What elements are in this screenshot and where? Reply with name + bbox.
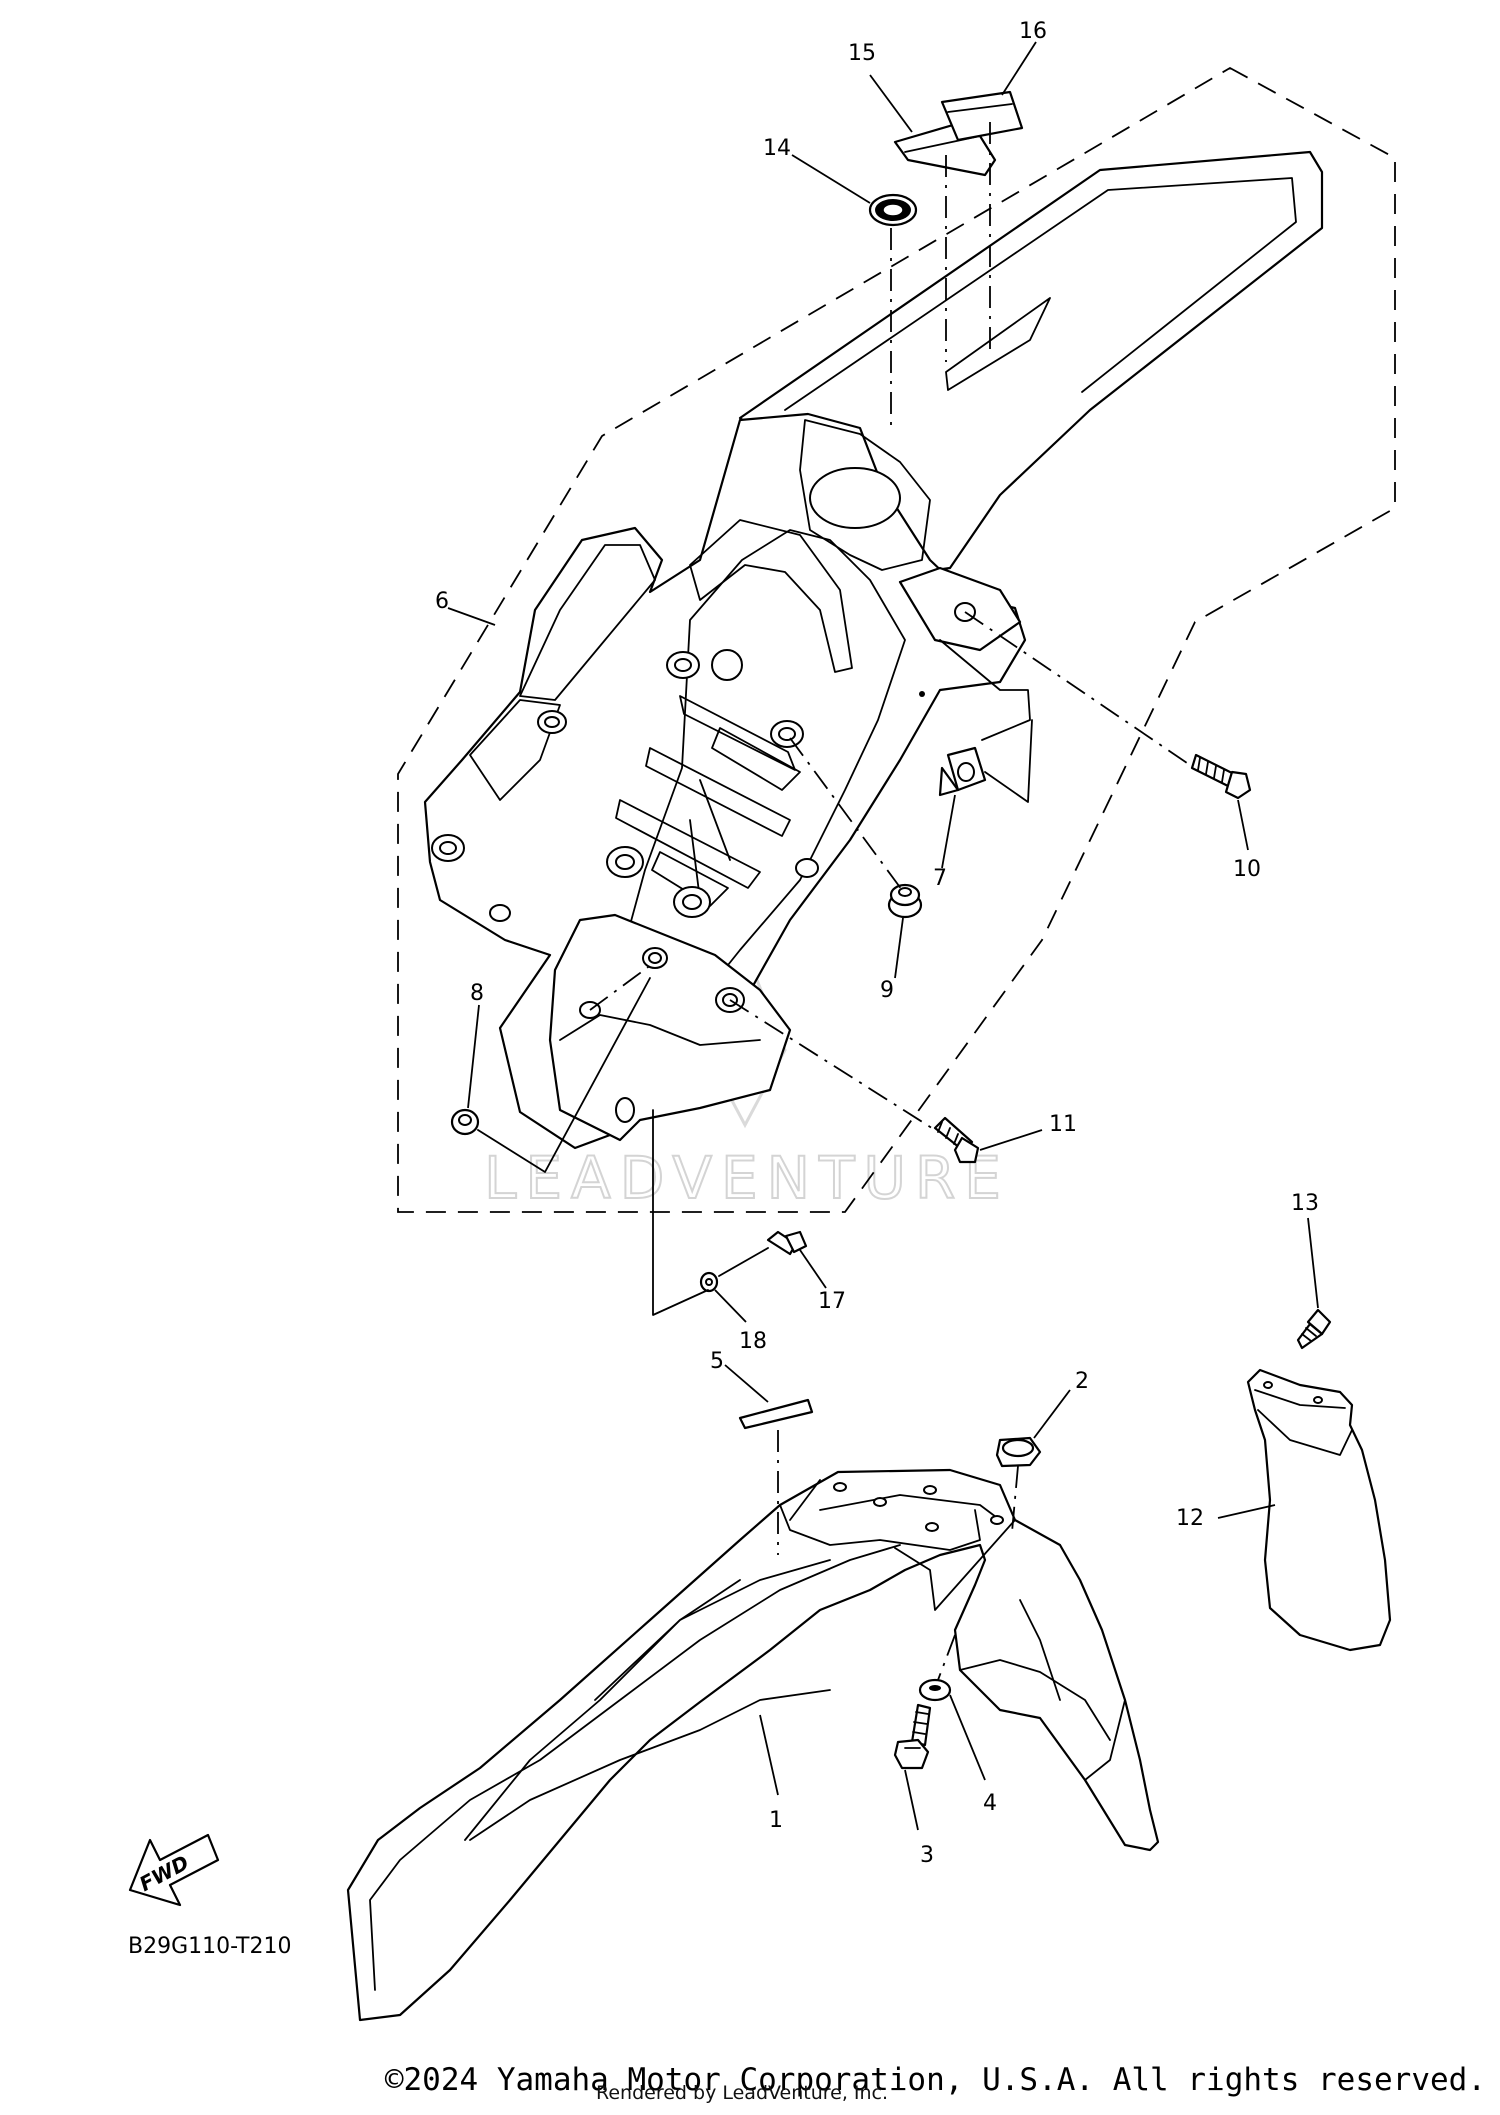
- callout-3: 3: [920, 1843, 934, 1868]
- nut-clip-part-7: [938, 746, 987, 797]
- callout-9: 9: [880, 978, 894, 1003]
- rendered-by-note: Rendered by LeadVenture, Inc.: [596, 2082, 889, 2104]
- callout-2: 2: [1075, 1369, 1089, 1394]
- callout-5: 5: [710, 1349, 724, 1374]
- callout-15: 15: [848, 41, 876, 66]
- callout-17: 17: [818, 1289, 846, 1314]
- callout-14: 14: [763, 136, 791, 161]
- grommet-part-8: [450, 1108, 480, 1136]
- front-fender: [346, 1468, 1160, 2022]
- emblem-part-14: [868, 193, 918, 227]
- bolt-part-10: [1190, 753, 1252, 800]
- callout-18: 18: [739, 1329, 767, 1354]
- mud-guard: [1246, 1368, 1392, 1652]
- watermark: LEADVENTURE: [483, 945, 1010, 1213]
- callout-6: 6: [435, 589, 449, 614]
- decal-part-16: [940, 90, 1024, 142]
- washer-part-18: [699, 1271, 719, 1293]
- bolt-part-17: [766, 1230, 808, 1256]
- callout-16: 16: [1019, 19, 1047, 44]
- callout-1: 1: [769, 1808, 783, 1833]
- callout-4: 4: [983, 1791, 997, 1816]
- grommet-part-2: [995, 1436, 1042, 1468]
- callout-8: 8: [470, 981, 484, 1006]
- watermark-text: LEADVENTURE: [484, 1144, 1010, 1212]
- callout-7: 7: [933, 866, 947, 891]
- diagram-code: B29G110-T210: [128, 1934, 291, 1959]
- callout-11: 11: [1049, 1112, 1077, 1137]
- callout-labels: 1 2 3 4 5 6 7 8 9 10 11 12 13 14 15 16 1…: [435, 19, 1319, 1868]
- callout-12: 12: [1176, 1506, 1204, 1531]
- rear-fender-group-box: [397, 66, 1396, 1213]
- callout-10: 10: [1233, 857, 1261, 882]
- bolt-part-3: [893, 1703, 932, 1770]
- callout-13: 13: [1291, 1191, 1319, 1216]
- copyright-notice: ©2024 Yamaha Motor Corporation, U.S.A. A…: [384, 2062, 1486, 2098]
- leader-lines: [447, 41, 1319, 1831]
- decal-part-5: [738, 1398, 814, 1430]
- washer-part-4: [918, 1678, 952, 1702]
- rear-fender: [423, 150, 1324, 1150]
- screw-part-13: [1296, 1308, 1332, 1350]
- grommet-part-9: [887, 883, 923, 919]
- bolt-part-11: [933, 1116, 980, 1164]
- fwd-direction-arrow: FWD: [128, 1833, 220, 1907]
